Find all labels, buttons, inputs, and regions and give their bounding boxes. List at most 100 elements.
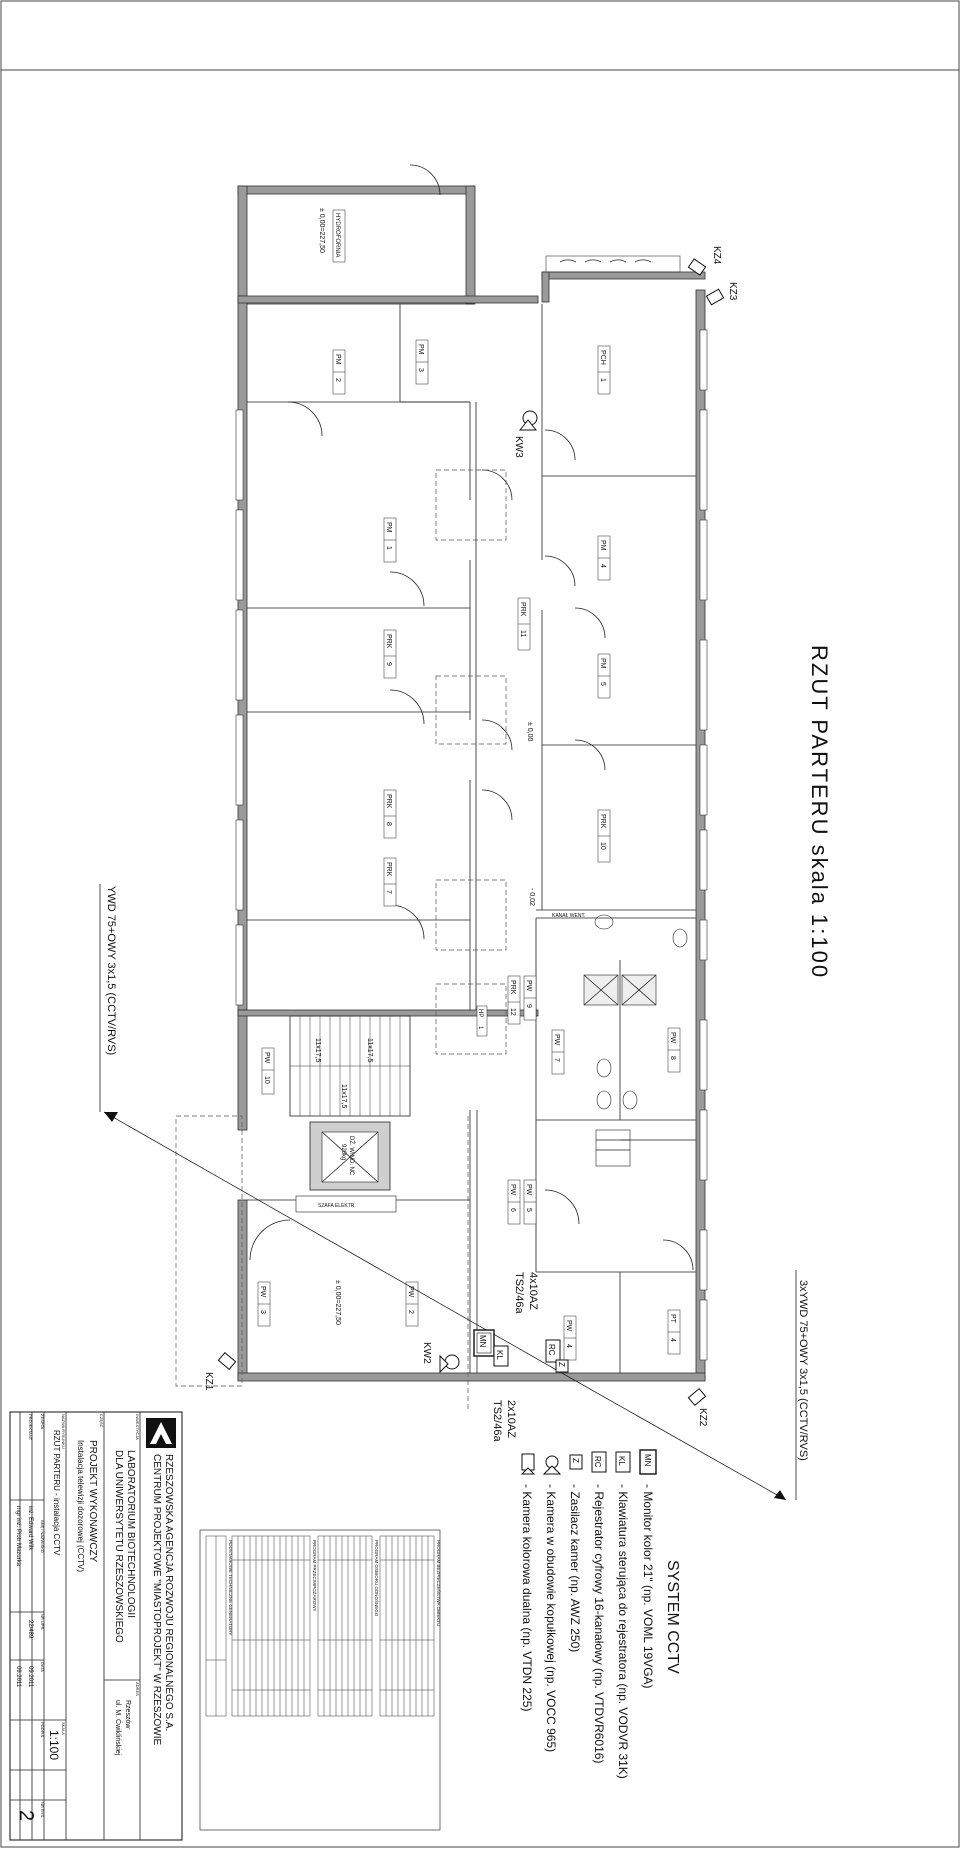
- level-step-label: - 0,02: [528, 888, 535, 906]
- svg-text:PRK: PRK: [509, 980, 516, 995]
- svg-text:Z: Z: [571, 1458, 580, 1463]
- svg-text:PW: PW: [263, 1052, 270, 1064]
- svg-text:PM: PM: [417, 344, 424, 355]
- room-pm2: PM 2: [332, 349, 346, 395]
- svg-text:7: 7: [553, 1058, 560, 1062]
- svg-text:9: 9: [385, 662, 392, 666]
- legend-title: SYSTEM CCTV: [664, 1560, 681, 1674]
- svg-text:- Klawiatura sterująca do reje: - Klawiatura sterująca do rejestratora (…: [616, 1484, 630, 1779]
- cable-line-lower: [103, 1111, 561, 1373]
- svg-text:PW: PW: [525, 1184, 532, 1196]
- name-label: IMIĘ I NAZWISKO: [40, 1520, 45, 1553]
- svg-text:KZ4: KZ4: [711, 246, 722, 265]
- svg-text:- Kamera w obudowie kopułkowej: - Kamera w obudowie kopułkowej (np. VOCC…: [544, 1484, 558, 1752]
- svg-text:HP: HP: [477, 1009, 483, 1017]
- room-pw5: PW 5: [523, 1179, 537, 1225]
- svg-text:PW: PW: [553, 1034, 560, 1046]
- svg-text:10: 10: [599, 842, 606, 850]
- vent-channel-label: KANAŁ WENT.: [552, 913, 585, 919]
- svg-text:5: 5: [525, 1208, 532, 1212]
- device-mn: MN: [473, 1329, 495, 1357]
- camera-kz4: KZ4: [687, 246, 722, 276]
- room-labels: HYDROFORNIA ± 0,00=227,50 PM 2 PM 3 PCH …: [257, 208, 681, 1361]
- room-pw7: PW 7: [551, 1029, 565, 1075]
- svg-text:6: 6: [509, 1208, 516, 1212]
- table1-title: PROGRAM BEZPIECZEŃSTWA OBIEKTU: [436, 1540, 442, 1626]
- svg-text:PW: PW: [565, 1320, 572, 1332]
- svg-text:RC: RC: [593, 1456, 602, 1468]
- room-pm3: PM 3: [415, 339, 429, 385]
- svg-text:5: 5: [599, 682, 606, 686]
- room-pw10: PW 10: [261, 1047, 275, 1095]
- lift-label-2: 920kg: [340, 1144, 346, 1160]
- room-pw2: PW 2: [405, 1281, 419, 1327]
- drawing-title: RZUT PARTERU skala 1:100: [807, 645, 832, 979]
- svg-text:PM: PM: [599, 540, 606, 551]
- camera-kz1: KZ1: [203, 1351, 237, 1391]
- svg-text:PRK: PRK: [385, 794, 392, 809]
- svg-text:7: 7: [385, 890, 392, 894]
- camera-kw3: KW3: [513, 410, 538, 458]
- svg-text:PRK: PRK: [599, 814, 606, 829]
- svg-text:PW: PW: [259, 1286, 266, 1298]
- scale-label: SKALA: [61, 1722, 66, 1735]
- cable-label-upper: 3xYWD 75+OWY 3x1,5 (CCTV/RVS): [797, 1280, 809, 1461]
- level-main-label: ± 0,00: [526, 722, 533, 742]
- svg-text:PM: PM: [599, 658, 606, 669]
- stage-label: CZĘŚĆ: [99, 1414, 104, 1428]
- room-prk10: PRK 10: [597, 809, 611, 863]
- investor-label: INWESTYCJA: [135, 1414, 140, 1440]
- svg-text:PW: PW: [407, 1286, 414, 1298]
- legend-item-mn: MN - Monitor kolor 21" (np. VOML 19VGA): [639, 1449, 657, 1689]
- svg-text:MN: MN: [478, 1335, 487, 1348]
- room-pm4: PM 4: [597, 535, 611, 581]
- svg-text:11: 11: [519, 630, 526, 637]
- table2-title: PROGRAM OSBIORU ODNOŚNEGO: [374, 1540, 381, 1617]
- sign-label: PODPIS: [40, 1722, 45, 1737]
- svg-text:KZ1: KZ1: [203, 1372, 214, 1391]
- svg-text:2: 2: [334, 378, 341, 382]
- svg-text:PM: PM: [385, 522, 392, 533]
- title-block: RZESZOWSKA AGENCJA ROZWOJU REGIONALNEGO …: [9, 1411, 183, 1841]
- room-prk11: PRK 11: [517, 597, 531, 651]
- dashed-zones: [175, 469, 507, 1410]
- svg-text:8: 8: [385, 822, 392, 826]
- svg-text:KW2: KW2: [421, 1342, 432, 1364]
- stage-line2: Instalacja telewizji dozorowej (CCTV): [76, 1440, 85, 1572]
- date-label: DATA: [40, 1662, 45, 1672]
- designer-license: 22/489: [27, 1620, 33, 1639]
- svg-text:PW: PW: [525, 980, 532, 992]
- room-prk12: PRK 12: [507, 975, 521, 1025]
- room-prk8: PRK 8: [383, 789, 397, 839]
- team-label: ZESPÓŁ: [40, 1414, 45, 1431]
- table4-title: PODSTAWOWE TECHNICZNE GENERATORY: [228, 1540, 233, 1635]
- interior-partitions: [247, 303, 696, 1373]
- bundle2-label-b: TS2/46a: [491, 1400, 503, 1442]
- room-pw8: PW 8: [667, 1027, 681, 1073]
- svg-text:1: 1: [477, 1026, 483, 1030]
- svg-text:PRK: PRK: [385, 634, 392, 649]
- svg-text:KL: KL: [617, 1456, 626, 1466]
- svg-text:PW: PW: [669, 1032, 676, 1044]
- room-prk9: PRK 9: [383, 629, 397, 679]
- svg-text:PRK: PRK: [385, 862, 392, 877]
- room-pw6: PW 6: [507, 1179, 521, 1225]
- electric-cabinet-label: SZAFA ELEKTR.: [318, 1203, 356, 1209]
- checker-date: 09.2011: [15, 1666, 21, 1688]
- svg-text:10: 10: [263, 1076, 270, 1084]
- svg-text:MN: MN: [643, 1454, 652, 1467]
- camera-kw2: KW2: [421, 1342, 460, 1374]
- bundle1-label-a: 4x10AZ: [527, 1272, 539, 1310]
- entrance-steps: [545, 255, 681, 273]
- stair-label-3: 11x17,5: [340, 1084, 347, 1108]
- svg-text:3: 3: [259, 1310, 266, 1314]
- wc-fixtures: [583, 914, 688, 1167]
- svg-text:8: 8: [669, 1056, 676, 1060]
- room-pw9: PW 9: [523, 975, 537, 1021]
- legend-item-z: Z - Zasilacz kamer (np. AWZ 250): [568, 1454, 583, 1652]
- svg-text:KZ2: KZ2: [697, 1408, 708, 1427]
- level-hall-label: ± 0,00=227,50: [334, 1280, 341, 1325]
- license-label: NR UPR.: [40, 1614, 45, 1630]
- legend-item-kl: KL - Klawiatura sterująca do rejestrator…: [615, 1451, 631, 1779]
- svg-text:- Kamera kolorowa dualna (np.: - Kamera kolorowa dualna (np. VTDN 225): [520, 1484, 534, 1711]
